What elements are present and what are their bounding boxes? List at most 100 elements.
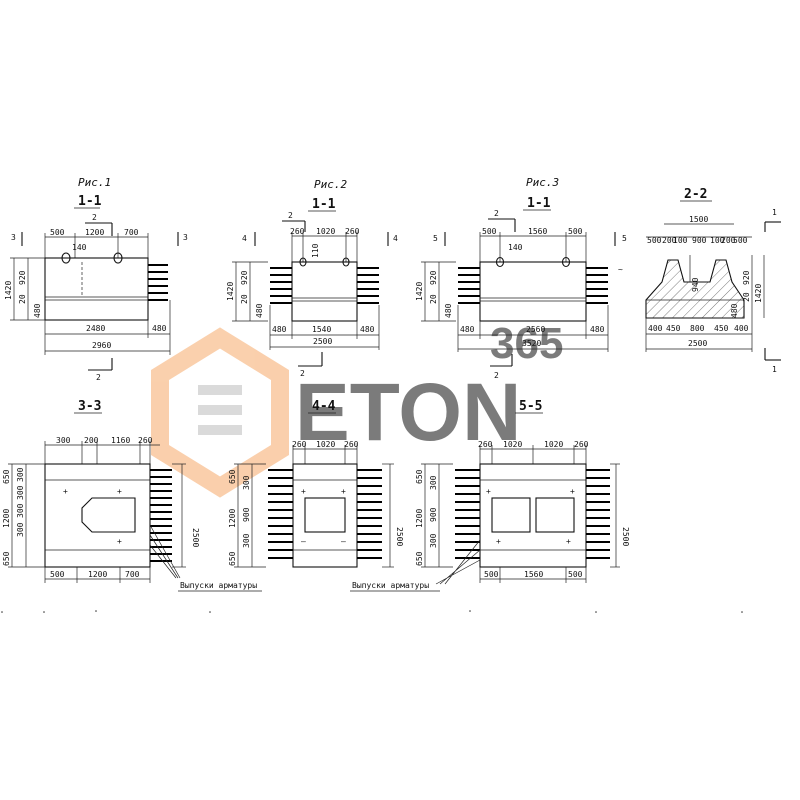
section-4-4-block bbox=[292, 463, 358, 568]
section-2-2-dim-top-1: 500 bbox=[647, 236, 662, 245]
figure-3-dim-left-1: 1420 bbox=[415, 282, 424, 301]
figure-1-cut-left: 3 bbox=[11, 233, 16, 242]
section-2-2-profile bbox=[645, 259, 745, 319]
figure-1-lifting-loop-left bbox=[61, 252, 71, 264]
section-5-5-dim-left-3: 1200 bbox=[415, 509, 424, 528]
figure-1-cut-bottom: 2 bbox=[96, 373, 101, 382]
section-3-3-dim-left-2: 1200 bbox=[2, 509, 11, 528]
figure-1-block bbox=[44, 257, 149, 321]
section-4-4-dim-left-4: 900 bbox=[242, 507, 251, 522]
section-4-4-dim-right: 2500 bbox=[395, 527, 404, 546]
figure-2-dim-total: 2500 bbox=[313, 337, 332, 346]
figure-3-dim-left-4: 480 bbox=[444, 303, 453, 318]
section-2-2: 2-2 1 1500 500 200 100 900 100 200 500 9… bbox=[618, 187, 781, 374]
figure-1-caption: Рис.1 bbox=[78, 176, 111, 189]
section-3-3-dim-top-3: 1160 bbox=[111, 436, 130, 445]
section-4-4-dim-top-2: 1020 bbox=[316, 440, 335, 449]
figure-1-dim-top-1: 500 bbox=[50, 228, 65, 237]
figure-1: Рис.1 1-1 2 3 3 500 1200 700 140 bbox=[4, 176, 188, 382]
section-4-4-mark-4: — bbox=[341, 537, 346, 546]
section-4-4-dim-left-1: 650 bbox=[228, 469, 237, 484]
figure-3-block bbox=[479, 261, 587, 322]
section-5-5-mark-2: + bbox=[570, 487, 575, 496]
figure-3-cut-left: 5 bbox=[433, 234, 438, 243]
figure-2-dim-bottom-2: 1540 bbox=[312, 325, 331, 334]
section-3-3-dim-bottom-3: 700 bbox=[125, 570, 140, 579]
figure-1-dim-top-2: 1200 bbox=[85, 228, 104, 237]
figure-3-dim-total: 3520 bbox=[522, 339, 541, 348]
figure-3-dim-top-3: 500 bbox=[568, 227, 583, 236]
figure-1-dim-left-2: 920 bbox=[18, 270, 27, 285]
watermark-number: 365 bbox=[490, 319, 563, 368]
section-5-5-opening-left bbox=[491, 497, 531, 533]
section-3-3-dim-left-7: 650 bbox=[2, 551, 11, 566]
section-4-4-dim-left-5: 300 bbox=[242, 533, 251, 548]
figure-2-rebar-outlets-left bbox=[270, 267, 292, 304]
watermark-text: ETON bbox=[295, 367, 521, 458]
section-5-5-dim-bottom-1: 500 bbox=[484, 570, 499, 579]
section-3-3-rebar-outlets bbox=[150, 469, 172, 562]
figure-3-dim-140: 140 bbox=[508, 243, 523, 252]
section-3-3-dim-left-5: 300 bbox=[16, 503, 25, 518]
figure-1-dim-top-3: 700 bbox=[124, 228, 139, 237]
section-2-2-dim-right-3: 20 bbox=[742, 292, 751, 302]
rebar-outlets-label-2: Выпуски арматуры bbox=[352, 581, 429, 590]
section-4-4-label: 4-4 bbox=[312, 399, 336, 414]
figure-3-dim-bottom-2: 2560 bbox=[526, 325, 545, 334]
section-5-5-dim-top-4: 260 bbox=[574, 440, 589, 449]
section-2-2-dim-bottom-1: 400 bbox=[648, 324, 663, 333]
figure-2-lifting-loop-right bbox=[342, 257, 350, 267]
figure-2-dim-left-2: 920 bbox=[240, 270, 249, 285]
figure-1-dim-total: 2960 bbox=[92, 341, 111, 350]
figure-2: Рис.2 1-1 2 4 4 260 1020 260 110 1420 bbox=[226, 178, 398, 378]
section-4-4-rebar-outlets-left bbox=[268, 469, 293, 559]
section-5-5-block bbox=[479, 463, 587, 568]
figure-3-section-label: 1-1 bbox=[527, 196, 551, 211]
section-5-5-opening-right bbox=[535, 497, 575, 533]
section-5-5-dim-top-1: 260 bbox=[478, 440, 493, 449]
figure-2-cut-bottom: 2 bbox=[300, 369, 305, 378]
section-4-4-mark-2: + bbox=[341, 487, 346, 496]
scan-specks bbox=[1, 610, 743, 613]
section-2-2-cut-bottom: 1 bbox=[772, 365, 777, 374]
section-5-5-dim-left-1: 650 bbox=[415, 469, 424, 484]
figure-3-dim-left-3: 20 bbox=[429, 294, 438, 304]
figure-3-dim-bottom-3: 480 bbox=[590, 325, 605, 334]
section-3-3-opening bbox=[81, 497, 136, 533]
figure-2-cut-left: 4 bbox=[242, 234, 247, 243]
section-3-3-dim-left-6: 300 bbox=[16, 522, 25, 537]
figure-1-dim-left-1: 1420 bbox=[4, 281, 13, 300]
watermark-logo-icon bbox=[151, 327, 289, 498]
figure-3: Рис.3 1-1 2 5 5 500 1560 500 140 1420 bbox=[415, 176, 627, 380]
section-3-3-dim-top-2: 200 bbox=[84, 436, 99, 445]
section-2-2-dim-top-4: 900 bbox=[692, 236, 707, 245]
section-3-3-dim-left-4: 300 bbox=[16, 485, 25, 500]
section-3-3-dim-top-1: 300 bbox=[56, 436, 71, 445]
section-2-2-dim-bottom-3: 800 bbox=[690, 324, 705, 333]
figure-2-rebar-outlets-right bbox=[357, 267, 379, 304]
section-3-3-dim-right: 2500 bbox=[191, 528, 200, 547]
section-3-3: 3-3 300 200 1160 260 + + + 650 1200 300 … bbox=[2, 399, 200, 583]
figure-2-dim-bottom-1: 480 bbox=[272, 325, 287, 334]
section-3-3-dim-top-4: 260 bbox=[138, 436, 153, 445]
section-5-5-rebar-outlets-left bbox=[455, 469, 480, 559]
section-2-2-dim-bottom-5: 400 bbox=[734, 324, 749, 333]
figure-1-rebar-outlets bbox=[148, 264, 168, 301]
section-5-5-mark-1: + bbox=[486, 487, 491, 496]
section-3-3-label: 3-3 bbox=[78, 399, 101, 414]
watermark: ETON 365 bbox=[151, 319, 563, 498]
section-5-5-mark-3: + bbox=[496, 537, 501, 546]
section-2-2-label: 2-2 bbox=[684, 187, 707, 202]
section-5-5: 5-5 260 1020 1020 260 + + + + bbox=[415, 399, 630, 585]
section-5-5-mark-4: + bbox=[566, 537, 571, 546]
section-2-2-dim-total: 2500 bbox=[688, 339, 707, 348]
section-4-4-mark-3: — bbox=[301, 537, 306, 546]
section-4-4-rebar-outlets-right bbox=[357, 469, 382, 559]
figure-2-dim-top-3: 260 bbox=[345, 227, 360, 236]
figure-2-cut-top: 2 bbox=[288, 211, 293, 220]
figure-3-rebar-outlets-left bbox=[458, 267, 480, 304]
section-2-2-dim-bottom-2: 450 bbox=[666, 324, 681, 333]
section-2-2-dim-top-7: 500 bbox=[733, 236, 748, 245]
section-3-3-dim-bottom-1: 500 bbox=[50, 570, 65, 579]
